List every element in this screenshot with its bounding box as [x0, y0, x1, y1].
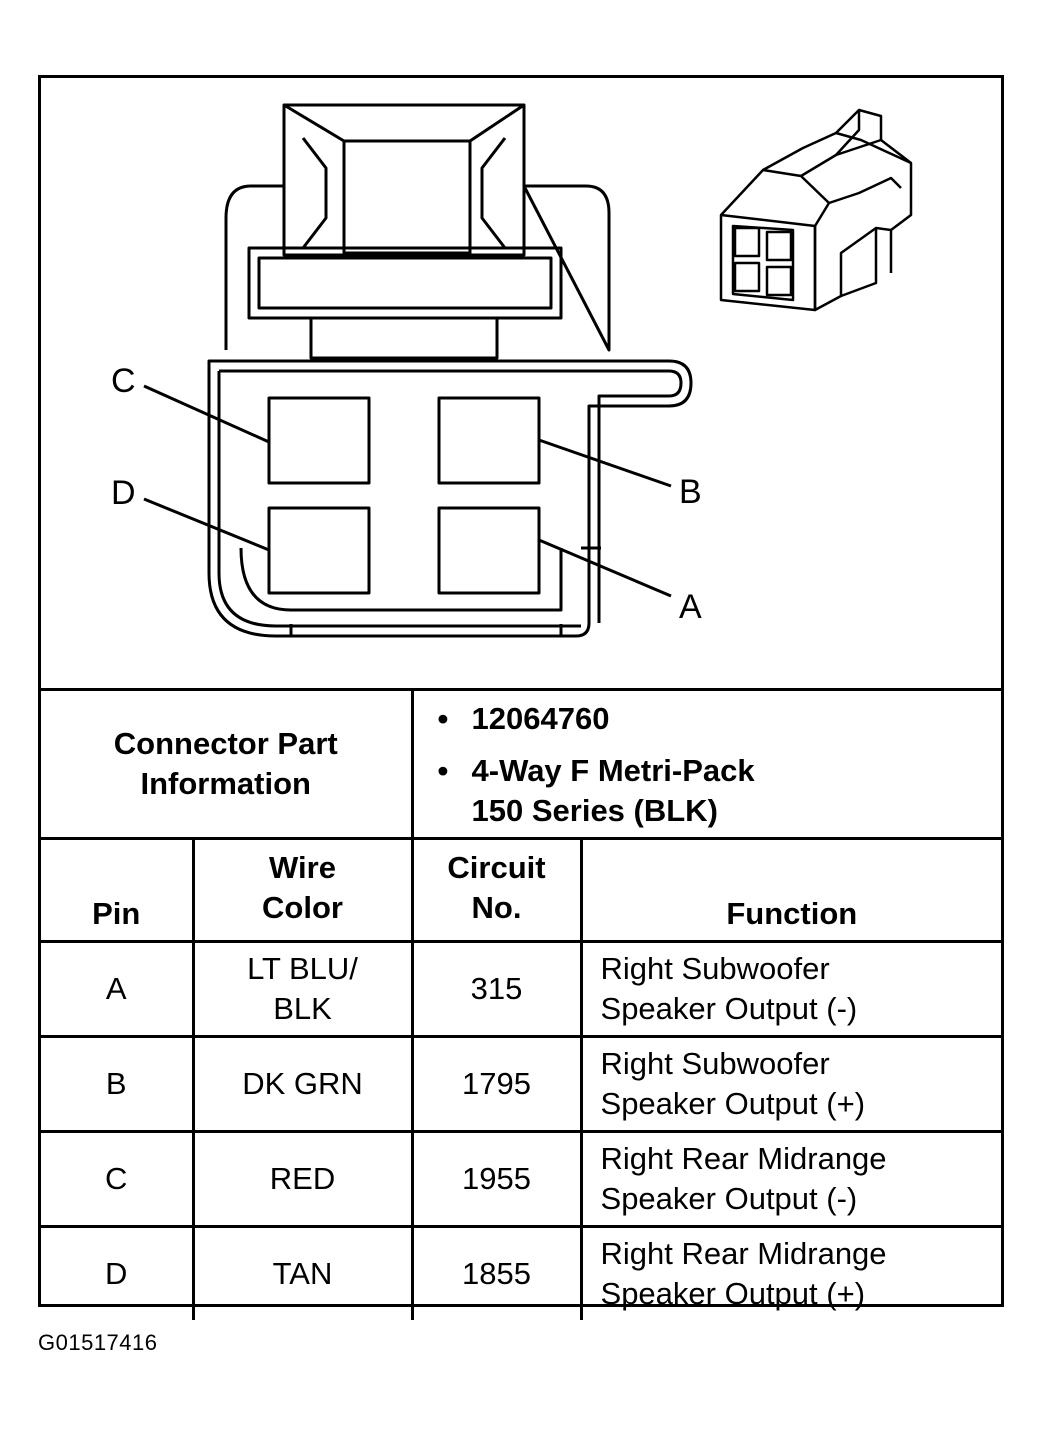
- table-row: B DK GRN 1795 Right Subwoofer Speaker Ou…: [41, 1035, 1002, 1133]
- figure-frame: C B D A: [38, 75, 1004, 1320]
- wire-color-cell: RED: [191, 1130, 414, 1228]
- bullet-icon: •: [437, 701, 449, 736]
- circuit-cell: 315: [410, 940, 583, 1038]
- connector-latch: [247, 103, 563, 360]
- leader-line-c: [143, 384, 270, 444]
- bullet-icon: •: [437, 753, 449, 788]
- pin-cell: C: [41, 1130, 195, 1228]
- header-circuit-no: Circuit No.: [410, 837, 583, 943]
- function-cell: Right Subwoofer Speaker Output (+): [579, 1035, 1002, 1133]
- cavity-a: [437, 506, 541, 595]
- header-function: Function: [579, 837, 1002, 943]
- pin-label-d: D: [111, 474, 136, 512]
- table-row: A LT BLU/ BLK 315 Right Subwoofer Speake…: [41, 940, 1002, 1038]
- connector-isometric-view: [719, 108, 913, 312]
- header-pin: Pin: [41, 837, 195, 943]
- leader-line-a: [538, 538, 672, 598]
- part-info-label: Connector Part Information: [41, 688, 414, 840]
- cavity-d: [267, 506, 371, 595]
- circuit-cell: 1795: [410, 1035, 583, 1133]
- header-wire-color: Wire Color: [191, 837, 414, 943]
- pin-label-b: B: [679, 473, 702, 511]
- wire-color-cell: DK GRN: [191, 1035, 414, 1133]
- pin-cell: D: [41, 1225, 195, 1320]
- connector-face-drawing: C B D A: [111, 103, 913, 638]
- part-info-values: • 12064760 • 4-Way F Metri-Pack 150 Seri…: [410, 688, 1002, 840]
- connector-diagram: C B D A: [41, 78, 1001, 688]
- wire-color-cell: LT BLU/ BLK: [191, 940, 414, 1038]
- part-info-row: Connector Part Information • 12064760 • …: [41, 688, 1002, 840]
- pin-label-a: A: [679, 588, 702, 626]
- connector-housing: [224, 184, 611, 352]
- cavity-b: [437, 396, 541, 485]
- pin-label-c: C: [111, 362, 136, 400]
- part-description-line1: 4-Way F Metri-Pack: [471, 753, 755, 788]
- function-cell: Right Rear Midrange Speaker Output (+): [579, 1225, 1002, 1320]
- table-row: D TAN 1855 Right Rear Midrange Speaker O…: [41, 1225, 1002, 1320]
- part-description-line2: 150 Series (BLK): [471, 793, 718, 828]
- pin-table-header-row: Pin Wire Color Circuit No. Function: [41, 837, 1002, 943]
- figure-code: G01517416: [38, 1330, 158, 1355]
- circuit-cell: 1955: [410, 1130, 583, 1228]
- cavity-c: [267, 396, 371, 485]
- leader-line-d: [143, 497, 270, 552]
- table-row: C RED 1955 Right Rear Midrange Speaker O…: [41, 1130, 1002, 1228]
- pin-cell: A: [41, 940, 195, 1038]
- function-cell: Right Subwoofer Speaker Output (-): [579, 940, 1002, 1038]
- circuit-cell: 1855: [410, 1225, 583, 1320]
- function-cell: Right Rear Midrange Speaker Output (-): [579, 1130, 1002, 1228]
- part-number: 12064760: [471, 701, 610, 736]
- wire-color-cell: TAN: [191, 1225, 414, 1320]
- connector-info-table: Connector Part Information • 12064760 • …: [41, 688, 1002, 1320]
- pin-cell: B: [41, 1035, 195, 1133]
- leader-line-b: [538, 438, 672, 488]
